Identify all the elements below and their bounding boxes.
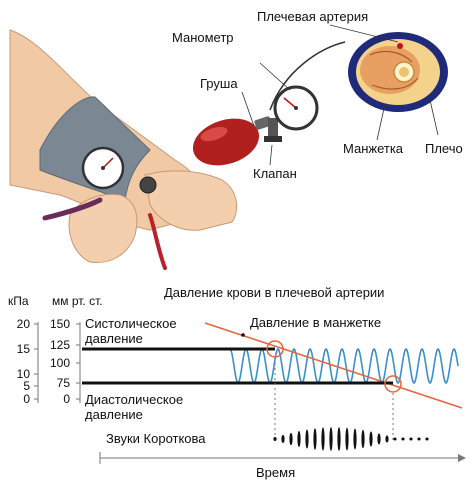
kpa-tick: 5 (23, 379, 30, 393)
diastolic-label-1: Диастолическое (85, 392, 184, 407)
artery-pointer-line (329, 24, 399, 43)
korotkov-sound-mark (305, 429, 309, 449)
korotkov-sound-mark (393, 437, 397, 441)
mmhg-tick: 125 (49, 338, 70, 352)
time-axis-label: Время (256, 465, 296, 480)
hand-right (144, 170, 238, 231)
mmhg-tick: 75 (56, 376, 70, 390)
cuff-pressure-line (204, 322, 463, 409)
chart-title: Давление крови в плечевой артерии (164, 285, 385, 300)
diastolic-marker (384, 375, 402, 393)
stethoscope-red-tube (148, 213, 167, 270)
korotkov-sound-mark (297, 431, 301, 447)
korotkov-sound-mark (401, 437, 405, 441)
cuff-pressure-label: Давление в манжетке (250, 315, 382, 330)
hand-left (68, 193, 138, 264)
label-shoulder: Плечо (425, 141, 463, 156)
arm-cross-section (348, 32, 448, 112)
systolic-label-2: давление (85, 331, 143, 346)
systolic-marker (266, 340, 284, 358)
korotkov-sound-mark (329, 427, 333, 451)
stethoscope-tube (42, 197, 103, 221)
kpa-tick: 10 (16, 367, 30, 381)
kpa-unit-label: кПа (8, 294, 29, 308)
systolic-label-1: Систолическое (85, 316, 177, 331)
korotkov-sound-mark (425, 437, 429, 441)
mmhg-tick: 0 (63, 392, 70, 406)
arm-illustration (9, 29, 238, 270)
diastolic-label-2: давление (85, 407, 143, 422)
stethoscope-head-icon (139, 176, 157, 194)
label-valve: Клапан (253, 166, 297, 181)
korotkov-sound-mark (281, 434, 285, 444)
manometer-icon (273, 85, 319, 131)
korotkov-sound-mark (353, 428, 357, 450)
kpa-tick: 15 (16, 342, 30, 356)
korotkov-sound-mark (417, 437, 421, 441)
bulb-icon (192, 116, 272, 166)
label-bulb: Груша (200, 76, 238, 91)
label-manometer: Манометр (172, 30, 234, 45)
label-artery: Плечевая артерия (257, 9, 369, 24)
arm-gauge-icon (81, 146, 125, 190)
korotkov-sound-mark (409, 437, 413, 441)
korotkov-sound-mark (273, 437, 277, 441)
korotkov-sound-mark (345, 427, 349, 451)
air-tube (269, 41, 346, 111)
korotkov-sound-mark (289, 432, 293, 446)
bulb-pointer-line (241, 91, 255, 127)
korotkov-sound-mark (321, 427, 325, 451)
label-cuff: Манжетка (343, 141, 404, 156)
kpa-tick: 0 (23, 392, 30, 406)
kpa-tick: 20 (16, 317, 30, 331)
valve-icon (264, 118, 282, 142)
mmhg-tick: 150 (49, 317, 70, 331)
cuff-pointer-line (376, 103, 386, 141)
korotkov-sound-mark (313, 428, 317, 450)
mmhg-tick: 100 (49, 356, 70, 370)
time-axis-arrow-icon (458, 454, 466, 462)
valve-pointer-line (269, 144, 273, 166)
pulse-wave-line (229, 347, 459, 385)
korotkov-sounds-label: Звуки Короткова (106, 431, 206, 446)
korotkov-sound-mark (361, 429, 365, 449)
artery-dot (397, 43, 403, 49)
korotkov-sound-mark (385, 435, 389, 443)
shoulder-pointer-line (429, 99, 439, 136)
manometer-pointer-line (259, 62, 291, 91)
korotkov-sounds (273, 427, 429, 451)
korotkov-sound-mark (377, 433, 381, 445)
korotkov-sound-mark (337, 427, 341, 451)
korotkov-sound-mark (369, 431, 373, 447)
cuff-label-dot (241, 333, 245, 337)
mmhg-unit-label: мм рт. ст. (52, 294, 103, 308)
